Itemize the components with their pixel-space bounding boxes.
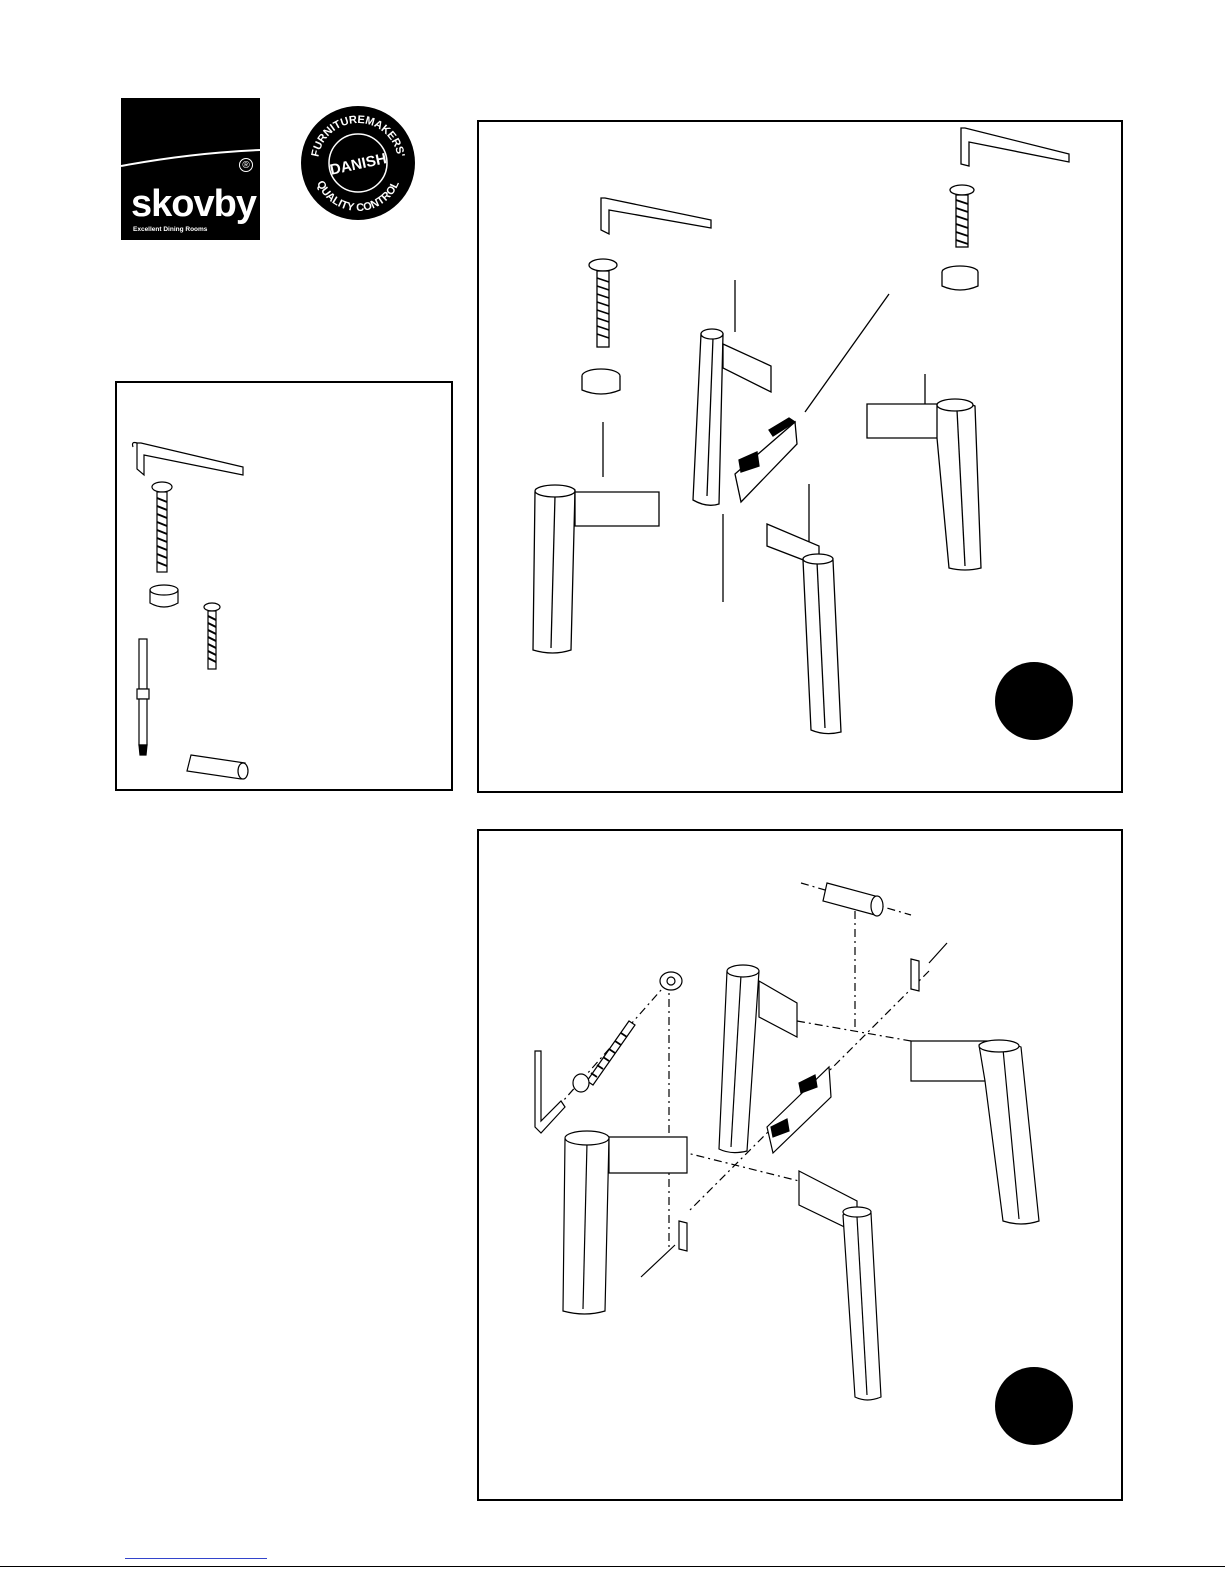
chair-leg-back-right xyxy=(911,1040,1039,1224)
threaded-rod-icon xyxy=(137,639,149,755)
step-1-marker-icon xyxy=(995,662,1073,740)
parts-list-panel xyxy=(115,381,453,791)
long-bolt-icon xyxy=(152,482,172,572)
brand-tagline: Excellent Dining Rooms xyxy=(133,226,207,233)
step-2-marker-icon xyxy=(995,1367,1073,1445)
chair-leg-back-right xyxy=(867,399,981,570)
corner-bracket-icon xyxy=(767,1067,831,1153)
long-bolt-icon xyxy=(589,259,617,347)
corner-bracket-icon xyxy=(735,418,797,502)
quality-control-seal: FURNITUREMAKERS' QUALITY CONTROL DANISH xyxy=(300,105,416,221)
long-bolt-icon xyxy=(573,1021,635,1092)
registered-mark: ® xyxy=(239,158,253,172)
dowel-sleeve-icon xyxy=(187,755,248,779)
skovby-logo: ® skovby Excellent Dining Rooms xyxy=(121,98,260,240)
footer-link-underline[interactable] xyxy=(125,1558,267,1559)
chair-leg-front-left xyxy=(533,485,659,653)
assembly-step-1-panel xyxy=(477,120,1123,793)
assembly-step-2-panel xyxy=(477,829,1123,1501)
brand-wordmark: skovby xyxy=(131,185,256,223)
short-bolt-icon xyxy=(950,185,974,247)
chair-leg-front-right xyxy=(767,524,841,734)
short-bolt-icon xyxy=(204,603,220,669)
hex-key-icon xyxy=(133,443,244,476)
washer-cup-icon xyxy=(582,266,978,394)
guide-lines xyxy=(603,280,925,602)
washer-cup-icon xyxy=(660,972,682,990)
dowel-sleeve-icon xyxy=(823,883,883,916)
hex-key-icon xyxy=(601,128,1069,234)
chair-leg-front-right xyxy=(799,1171,881,1400)
washer-cup-icon xyxy=(150,585,178,607)
hex-key-icon xyxy=(535,1051,565,1133)
footer-rule xyxy=(0,1566,1225,1567)
